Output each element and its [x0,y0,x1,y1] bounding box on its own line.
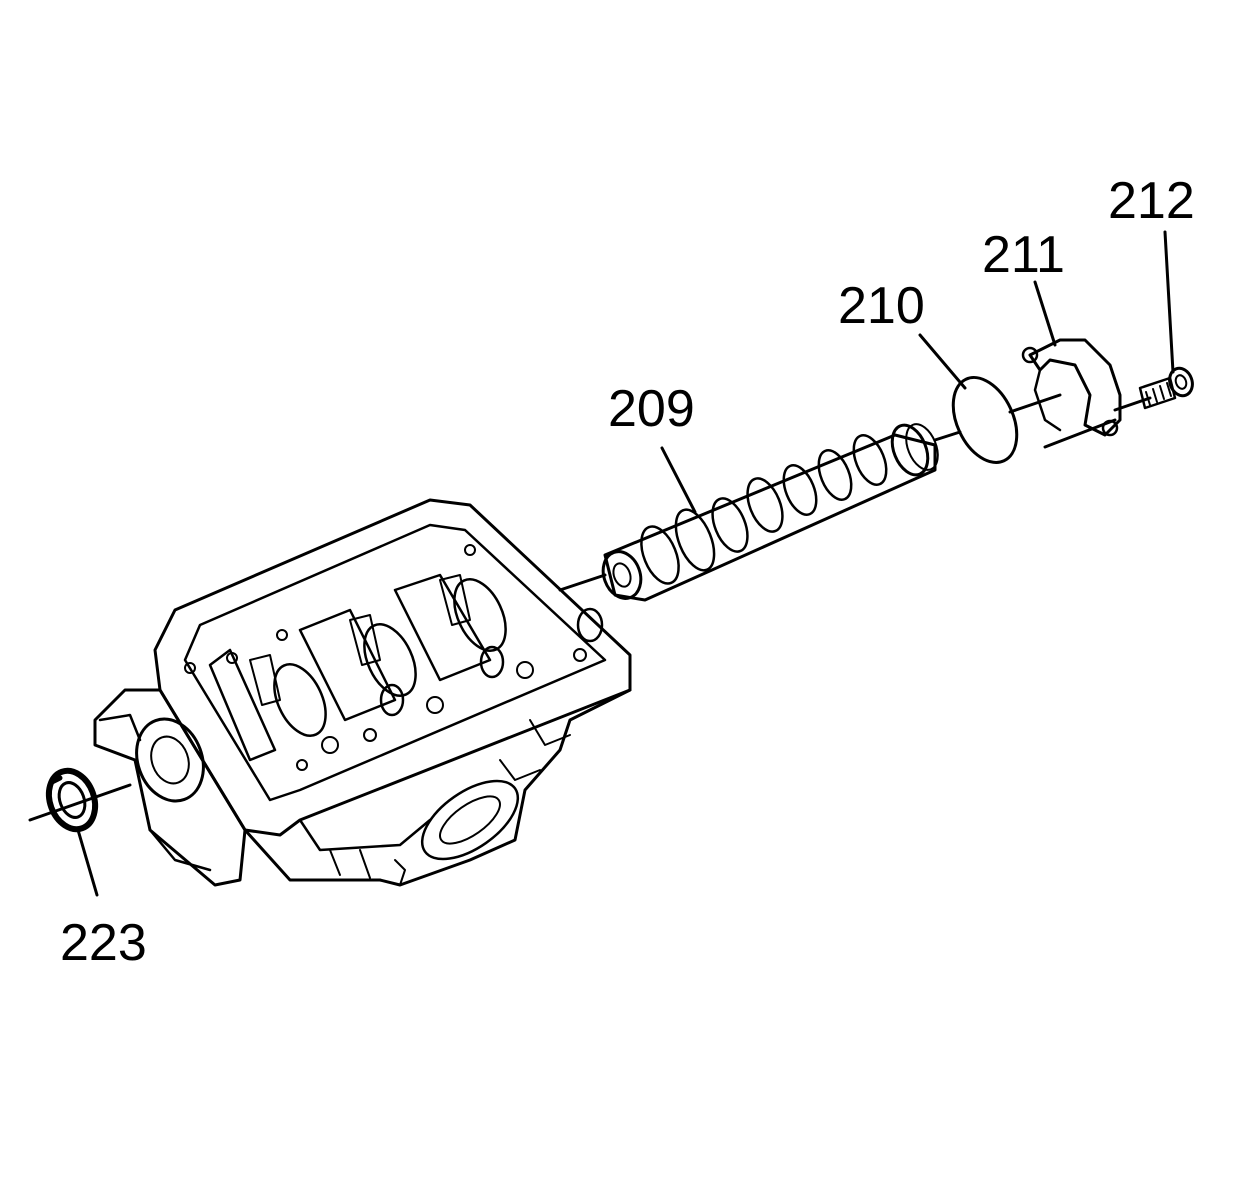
leader-223 [76,828,99,897]
engine-block [93,498,632,887]
leader-210 [918,333,967,390]
leader-209 [660,446,697,514]
callout-209: 209 [608,380,695,438]
camshaft-209 [601,423,939,602]
leader-lines [76,230,1175,897]
callout-223: 223 [60,914,147,972]
bolt-212 [1138,366,1194,410]
rear-seal-223 [45,767,99,833]
callout-212: 212 [1108,172,1195,230]
thrust-plate-211 [1021,338,1122,437]
leader-212 [1163,230,1175,374]
callout-210: 210 [838,277,925,335]
callout-211: 211 [982,226,1065,284]
o-ring-210 [951,376,1019,464]
leader-211 [1033,280,1057,347]
